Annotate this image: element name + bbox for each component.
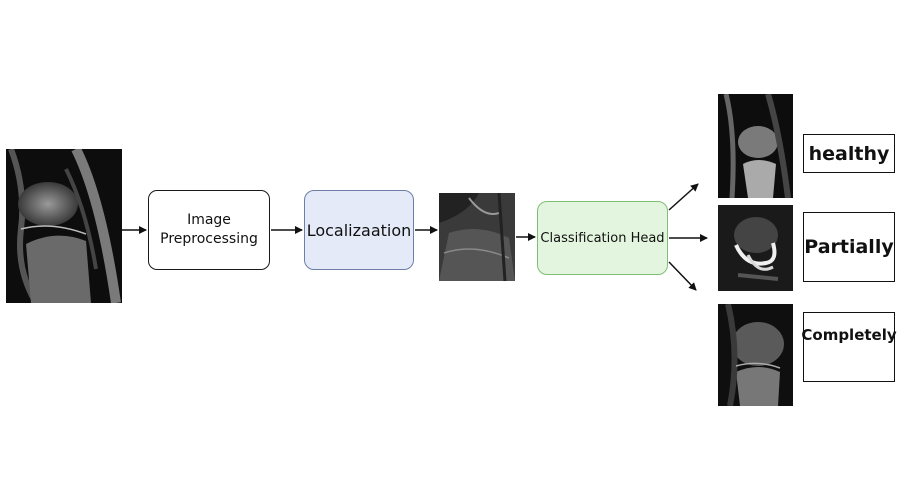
healthy-label-box: healthy xyxy=(803,134,895,173)
image-preprocessing-box: Image Preprocessing xyxy=(148,190,270,270)
healthy-knee-mri-image xyxy=(718,94,793,198)
preprocessing-label-line1: Image xyxy=(187,212,231,229)
input-knee-mri-image xyxy=(6,149,122,303)
complete-tear-knee-mri-image xyxy=(718,304,793,406)
localized-crop-image xyxy=(439,193,515,281)
completely-label: Completely xyxy=(801,326,897,344)
partial-tear-knee-mri-image xyxy=(718,205,793,291)
partially-label-box: Partially xyxy=(803,212,895,282)
partially-label: Partially xyxy=(804,236,894,258)
healthy-label: healthy xyxy=(808,142,890,165)
localization-box: Localizaation xyxy=(304,190,414,270)
arrow-to-complete xyxy=(668,261,697,291)
arrow-to-healthy xyxy=(668,183,699,211)
classification-head-box: Classification Head xyxy=(537,201,668,275)
preprocessing-label-line2: Preprocessing xyxy=(160,231,258,247)
completely-label-box: Completely xyxy=(801,312,897,382)
localization-label: Localizaation xyxy=(306,220,412,240)
classification-label: Classification Head xyxy=(540,230,665,246)
